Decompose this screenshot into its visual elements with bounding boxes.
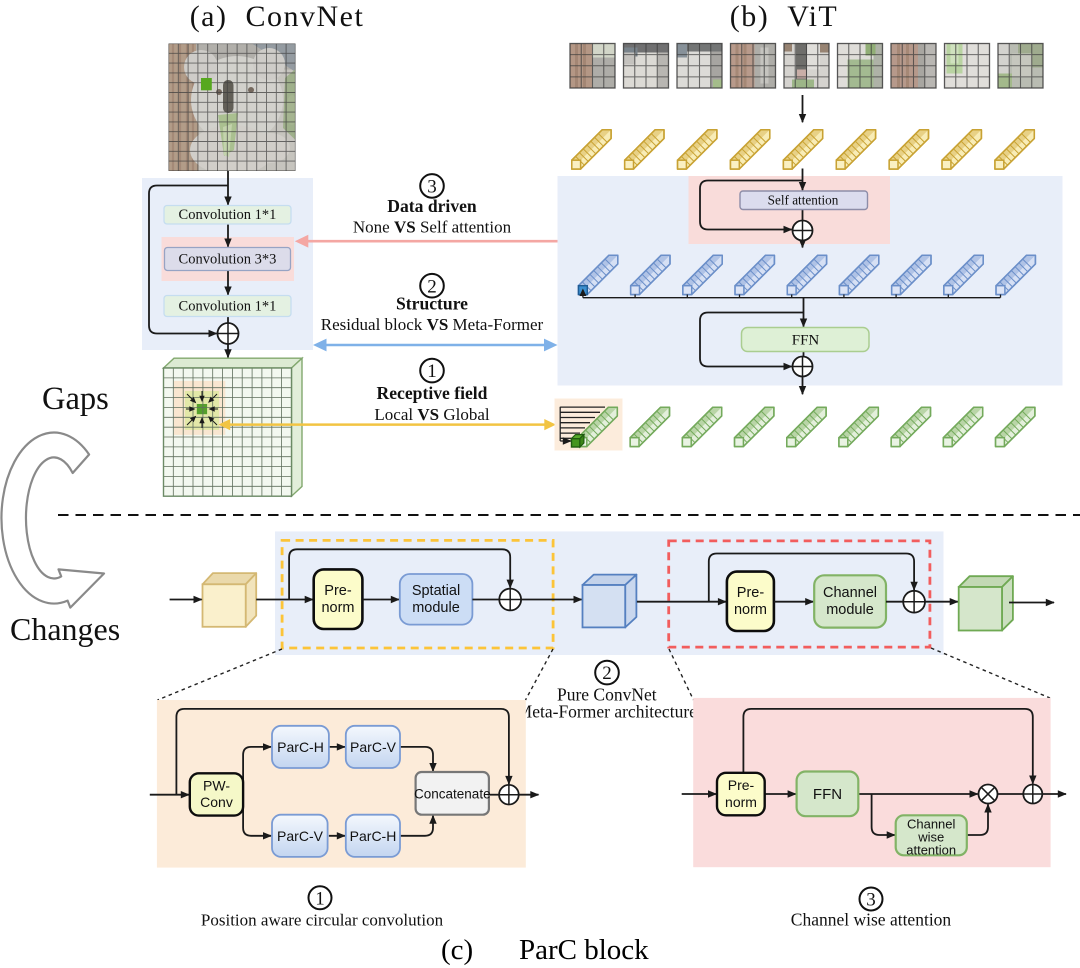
svg-text:norm: norm — [734, 602, 767, 618]
svg-text:ParC-V: ParC-V — [350, 739, 397, 755]
svg-text:Position aware circular convol: Position aware circular convolution — [201, 911, 444, 930]
svg-text:attention: attention — [906, 843, 956, 858]
svg-text:Pure ConvNet: Pure ConvNet — [557, 685, 657, 705]
svg-text:module: module — [826, 602, 874, 618]
svg-text:Pre-: Pre- — [728, 777, 755, 793]
svg-text:Meta-Former architecture: Meta-Former architecture — [517, 702, 697, 722]
svg-text:Channel: Channel — [907, 817, 956, 832]
svg-text:(b) ViT: (b) ViT — [730, 0, 839, 33]
svg-text:Convolution 3*3: Convolution 3*3 — [179, 252, 277, 268]
svg-text:wise: wise — [917, 830, 944, 845]
svg-text:Convolution 1*1: Convolution 1*1 — [179, 299, 277, 315]
svg-text:Gaps: Gaps — [42, 381, 109, 417]
svg-text:Local VS Global: Local VS Global — [374, 405, 489, 424]
svg-text:None VS Self attention: None VS Self attention — [353, 218, 512, 237]
svg-text:ParC-H: ParC-H — [350, 828, 397, 844]
svg-text:Conv: Conv — [200, 794, 233, 810]
svg-text:Data driven: Data driven — [387, 196, 477, 216]
svg-text:ParC-V: ParC-V — [277, 828, 324, 844]
svg-text:Residual block VS Meta-Former: Residual block VS Meta-Former — [321, 315, 544, 334]
svg-text:3: 3 — [427, 177, 437, 198]
svg-text:(c): (c) — [441, 934, 473, 966]
svg-text:1: 1 — [427, 361, 437, 382]
svg-text:Changes: Changes — [10, 611, 120, 647]
svg-text:1: 1 — [315, 888, 325, 909]
svg-text:Pre-: Pre- — [324, 583, 352, 599]
svg-text:3: 3 — [866, 890, 876, 911]
svg-text:norm: norm — [725, 794, 757, 810]
svg-text:Channel wise attention: Channel wise attention — [791, 910, 952, 930]
svg-text:PW-: PW- — [203, 778, 230, 794]
svg-text:2: 2 — [427, 276, 437, 297]
svg-text:module: module — [412, 600, 460, 616]
svg-text:2: 2 — [602, 663, 612, 684]
svg-text:Channel: Channel — [823, 585, 877, 601]
svg-text:Pre-: Pre- — [737, 585, 765, 601]
svg-text:FFN: FFN — [792, 333, 820, 349]
svg-text:Sptatial: Sptatial — [412, 583, 460, 599]
svg-text:Concatenate: Concatenate — [414, 787, 491, 802]
svg-text:FFN: FFN — [813, 786, 842, 803]
svg-text:ParC-H: ParC-H — [277, 739, 324, 755]
svg-text:norm: norm — [321, 600, 354, 616]
svg-text:ParC block: ParC block — [519, 934, 649, 966]
svg-text:Structure: Structure — [396, 294, 468, 314]
svg-text:Convolution 1*1: Convolution 1*1 — [179, 207, 277, 223]
svg-text:(a) ConvNet: (a) ConvNet — [190, 0, 365, 33]
svg-text:Self attention: Self attention — [768, 193, 839, 208]
svg-text:Receptive field: Receptive field — [377, 383, 488, 403]
